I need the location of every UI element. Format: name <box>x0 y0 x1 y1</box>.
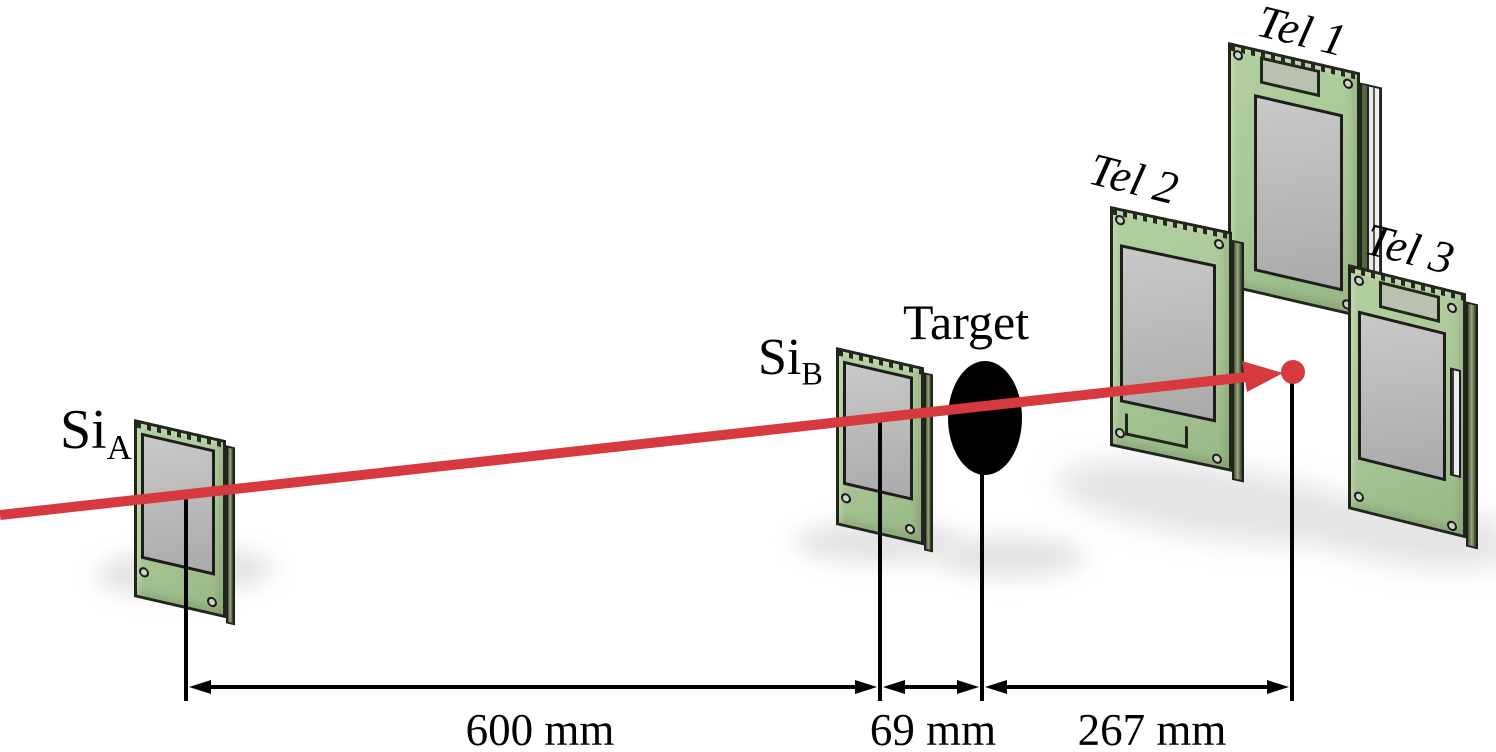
tel-2-side-edge <box>1232 239 1244 483</box>
target-disc <box>948 361 1022 475</box>
dimension-label-267mm: 267 mm <box>1077 705 1227 752</box>
detector-si-a <box>134 419 235 626</box>
label-target: Target <box>903 294 1030 350</box>
beam-endpoint-dot <box>1281 360 1305 384</box>
tel-3-guide-rail <box>1450 367 1461 479</box>
label-tel-2: Tel 2 <box>1084 143 1184 215</box>
dim-arrowhead-left <box>189 680 211 694</box>
label-si-a-main: Si <box>60 399 107 461</box>
dim-arrowhead-right <box>855 680 877 694</box>
tel-3-side-edge <box>1466 301 1478 550</box>
label-si-a-subscript: A <box>106 428 132 468</box>
tel-1-sensor <box>1254 94 1343 292</box>
shadow-target <box>935 536 1085 578</box>
detector-tel-1 <box>1228 42 1382 333</box>
label-si-b: SiB <box>758 332 823 390</box>
label-si-b-main: Si <box>758 329 802 386</box>
dim-arrowhead-left <box>985 680 1007 694</box>
detector-si-b <box>836 347 933 553</box>
detector-tel-3 <box>1348 264 1478 550</box>
tel-3-sensor <box>1358 310 1446 482</box>
dim-arrowhead-right <box>1267 680 1289 694</box>
si-b-side-edge <box>924 372 933 553</box>
label-si-b-subscript: B <box>801 355 823 392</box>
si-b-sensor <box>843 360 913 501</box>
detector-tel-2 <box>1110 206 1244 483</box>
label-si-a: SiA <box>60 402 132 466</box>
dimension-label-600mm: 600 mm <box>465 705 615 752</box>
si-a-side-edge <box>226 445 235 626</box>
dim-arrowhead-left <box>883 680 905 694</box>
tel-2-sensor <box>1120 244 1216 423</box>
dim-arrowhead-right <box>957 680 979 694</box>
beam-arrowhead-icon <box>1242 361 1283 392</box>
dimension-label-69mm: 69 mm <box>869 705 997 752</box>
si-a-sensor <box>141 432 215 576</box>
